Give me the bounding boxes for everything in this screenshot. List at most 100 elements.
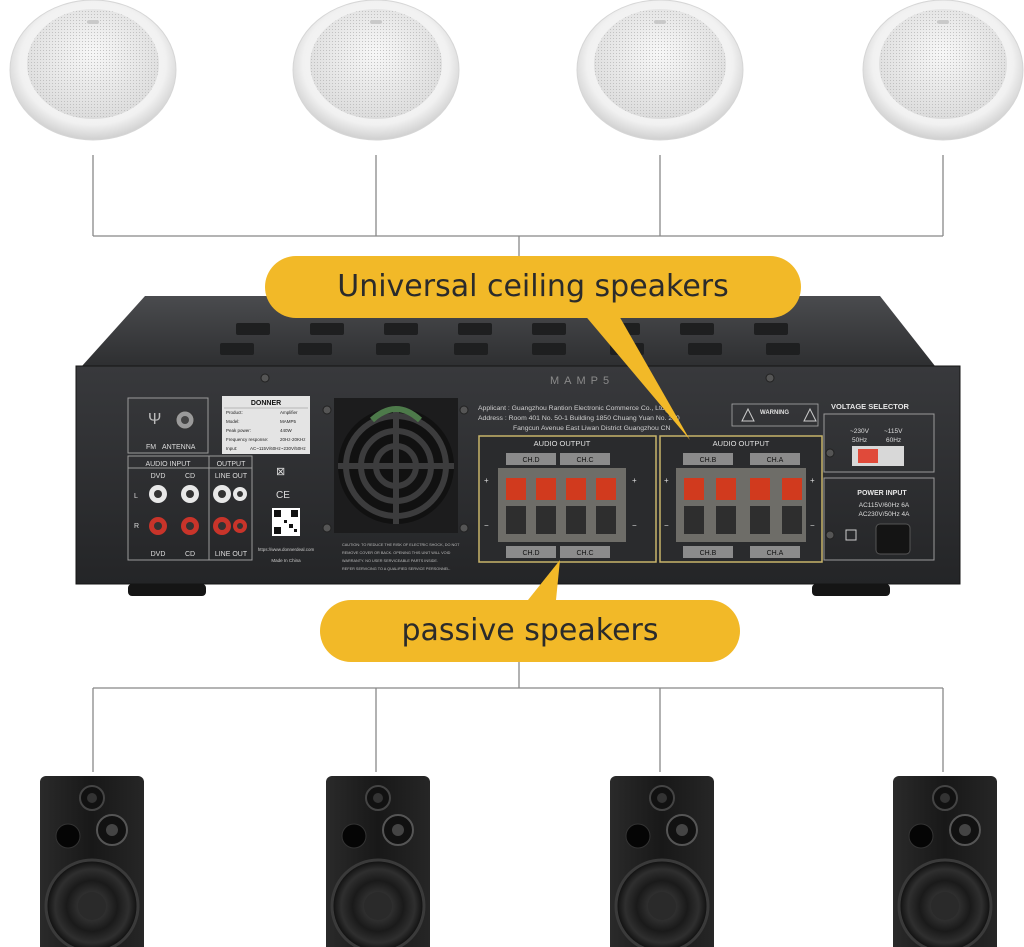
bookshelf-speaker-2 (326, 776, 430, 947)
minus-symbol-left-2: − (632, 521, 637, 530)
ch-c-label-bottom: CH.C (576, 550, 593, 557)
rca-jacks[interactable] (149, 485, 247, 535)
freq-60-label: 60Hz (886, 437, 901, 444)
cooling-fan (334, 398, 458, 533)
ch-a-label-bottom: CH.A (767, 550, 784, 557)
power-socket[interactable] (875, 523, 911, 555)
svg-text:Applicant : Guangzhou Rantion: Applicant : Guangzhou Rantion Electronic… (478, 405, 665, 412)
audio-input-label: AUDIO INPUT (145, 461, 191, 468)
passive-speakers-callout: passive speakers (320, 600, 740, 662)
svg-text:Frequency response:: Frequency response: (226, 437, 268, 442)
ch-c-label-top: CH.C (576, 457, 593, 464)
voltage-selector-box (823, 413, 935, 473)
l-label: L (134, 493, 138, 500)
dvd-label-top: DVD (151, 473, 166, 480)
passive-callout-pointer (520, 560, 560, 610)
audio-output-label-right: AUDIO OUTPUT (713, 439, 770, 448)
ch-a-label-top: CH.A (767, 457, 784, 464)
svg-text:WARRANTY. NO USER SERVICEABLE: WARRANTY. NO USER SERVICEABLE PARTS INSI… (342, 559, 438, 563)
svg-text:20Hz-20KHz: 20Hz-20KHz (280, 437, 306, 442)
amp-model-top: MAMP5 (550, 375, 614, 387)
voltage-selector-label: VOLTAGE SELECTOR (831, 402, 910, 411)
line-out-label-bottom: LINE OUT (215, 551, 248, 558)
ch-b-label-top: CH.B (700, 457, 717, 464)
svg-text:REFER SERVICING TO A QUALIFIED: REFER SERVICING TO A QUALIFIED SERVICE P… (342, 567, 450, 571)
brand-name: DONNER (251, 400, 281, 407)
audio-io-box (127, 455, 253, 561)
plus-symbol-left-2: + (632, 476, 637, 485)
applicant-text: Applicant : Guangzhou Rantion Electronic… (478, 405, 680, 432)
antenna-symbol: Ψ (148, 411, 161, 428)
fm-label: FM (146, 444, 156, 451)
ceiling-speakers-row (9, 0, 1024, 141)
ceiling-speakers-callout: Universal ceiling speakers (265, 256, 801, 318)
cd-label-bottom: CD (185, 551, 195, 558)
minus-symbol-left: − (484, 521, 489, 530)
ce-mark-icon: CE (276, 490, 290, 501)
ch-d-label-top: CH.D (522, 457, 539, 464)
svg-text:Product:: Product: (226, 410, 243, 415)
dvd-label-bottom: DVD (151, 551, 166, 558)
ch-b-label-bottom: CH.B (700, 550, 717, 557)
amp-foot-right (812, 584, 890, 596)
bookshelf-speaker-4 (893, 776, 997, 947)
ceiling-speaker-2 (292, 0, 460, 141)
warning-sticker: WARNING (731, 403, 819, 427)
ceiling-speaker-1 (9, 0, 177, 141)
svg-text:Address : Room 401 No. 50-1 B: Address : Room 401 No. 50-1 Building 185… (478, 415, 680, 422)
output-label: OUTPUT (217, 461, 247, 468)
power-line-2: AC230V/50Hz 4A (859, 511, 911, 518)
bottom-wiring (92, 662, 944, 772)
cd-label-top: CD (185, 473, 195, 480)
bookshelf-speaker-1 (40, 776, 144, 947)
voltage-115-label: ~115V (884, 428, 903, 435)
plus-symbol-right-2: + (810, 476, 815, 485)
ceiling-speaker-4 (862, 0, 1024, 141)
ceiling-speakers-callout-text: Universal ceiling speakers (337, 269, 729, 304)
r-label: R (134, 523, 139, 530)
made-in-text: Made In China (271, 558, 301, 563)
voltage-230-label: ~230V (850, 428, 870, 435)
minus-symbol-right-2: − (810, 521, 815, 530)
freq-50-label: 50Hz (852, 437, 867, 444)
voltage-switch-knob[interactable] (858, 449, 878, 463)
audio-output-label-left: AUDIO OUTPUT (534, 439, 591, 448)
bookshelf-speaker-3 (610, 776, 714, 947)
website-text: https://www.donnerdeal.com (258, 547, 315, 552)
svg-text:AC~115V/60Hz~230V/50Hz: AC~115V/60Hz~230V/50Hz (250, 446, 306, 451)
fm-antenna-box (127, 397, 209, 454)
svg-text:WARNING: WARNING (760, 410, 789, 416)
svg-text:CAUTION: TO REDUCE THE RISK OF: CAUTION: TO REDUCE THE RISK OF ELECTRIC … (342, 543, 460, 547)
svg-text:Input:: Input: (226, 446, 237, 451)
svg-text:Amplifier: Amplifier (280, 410, 298, 415)
svg-text:MAMP5: MAMP5 (280, 419, 297, 424)
antenna-label: ANTENNA (162, 444, 196, 451)
amp-vents (220, 323, 800, 355)
power-input-box (823, 477, 935, 561)
power-input-label: POWER INPUT (857, 490, 907, 497)
label-rows: Product: Amplifier Model: MAMP5 Peak power… (224, 407, 308, 451)
svg-text:REMOVE COVER OR BACK. OPENING: REMOVE COVER OR BACK. OPENING THIS UNIT … (342, 551, 451, 555)
line-out-label-top: LINE OUT (215, 473, 248, 480)
svg-text:Fangcun Avenue East Liwan Dist: Fangcun Avenue East Liwan District Guang… (513, 425, 671, 432)
ceiling-speaker-3 (576, 0, 744, 141)
binding-posts-left[interactable] (506, 478, 616, 534)
product-label (222, 396, 310, 454)
caution-text: CAUTION: TO REDUCE THE RISK OF ELECTRIC … (342, 543, 460, 571)
svg-text:440W: 440W (280, 428, 293, 433)
ceiling-callout-pointer (572, 300, 690, 440)
amp-foot-left (128, 584, 206, 596)
plus-symbol-left: + (484, 476, 489, 485)
svg-text:Model:: Model: (226, 419, 240, 424)
passive-speakers-callout-text: passive speakers (401, 613, 659, 648)
binding-posts-right[interactable] (684, 478, 802, 534)
recycle-bin-icon: ⊠ (276, 466, 285, 478)
plus-symbol-right: + (664, 476, 669, 485)
ch-d-label-bottom: CH.D (522, 550, 539, 557)
power-line-1: AC115V/60Hz 6A (859, 502, 910, 509)
svg-text:Peak power:: Peak power: (226, 428, 251, 433)
minus-symbol-right: − (664, 521, 669, 530)
